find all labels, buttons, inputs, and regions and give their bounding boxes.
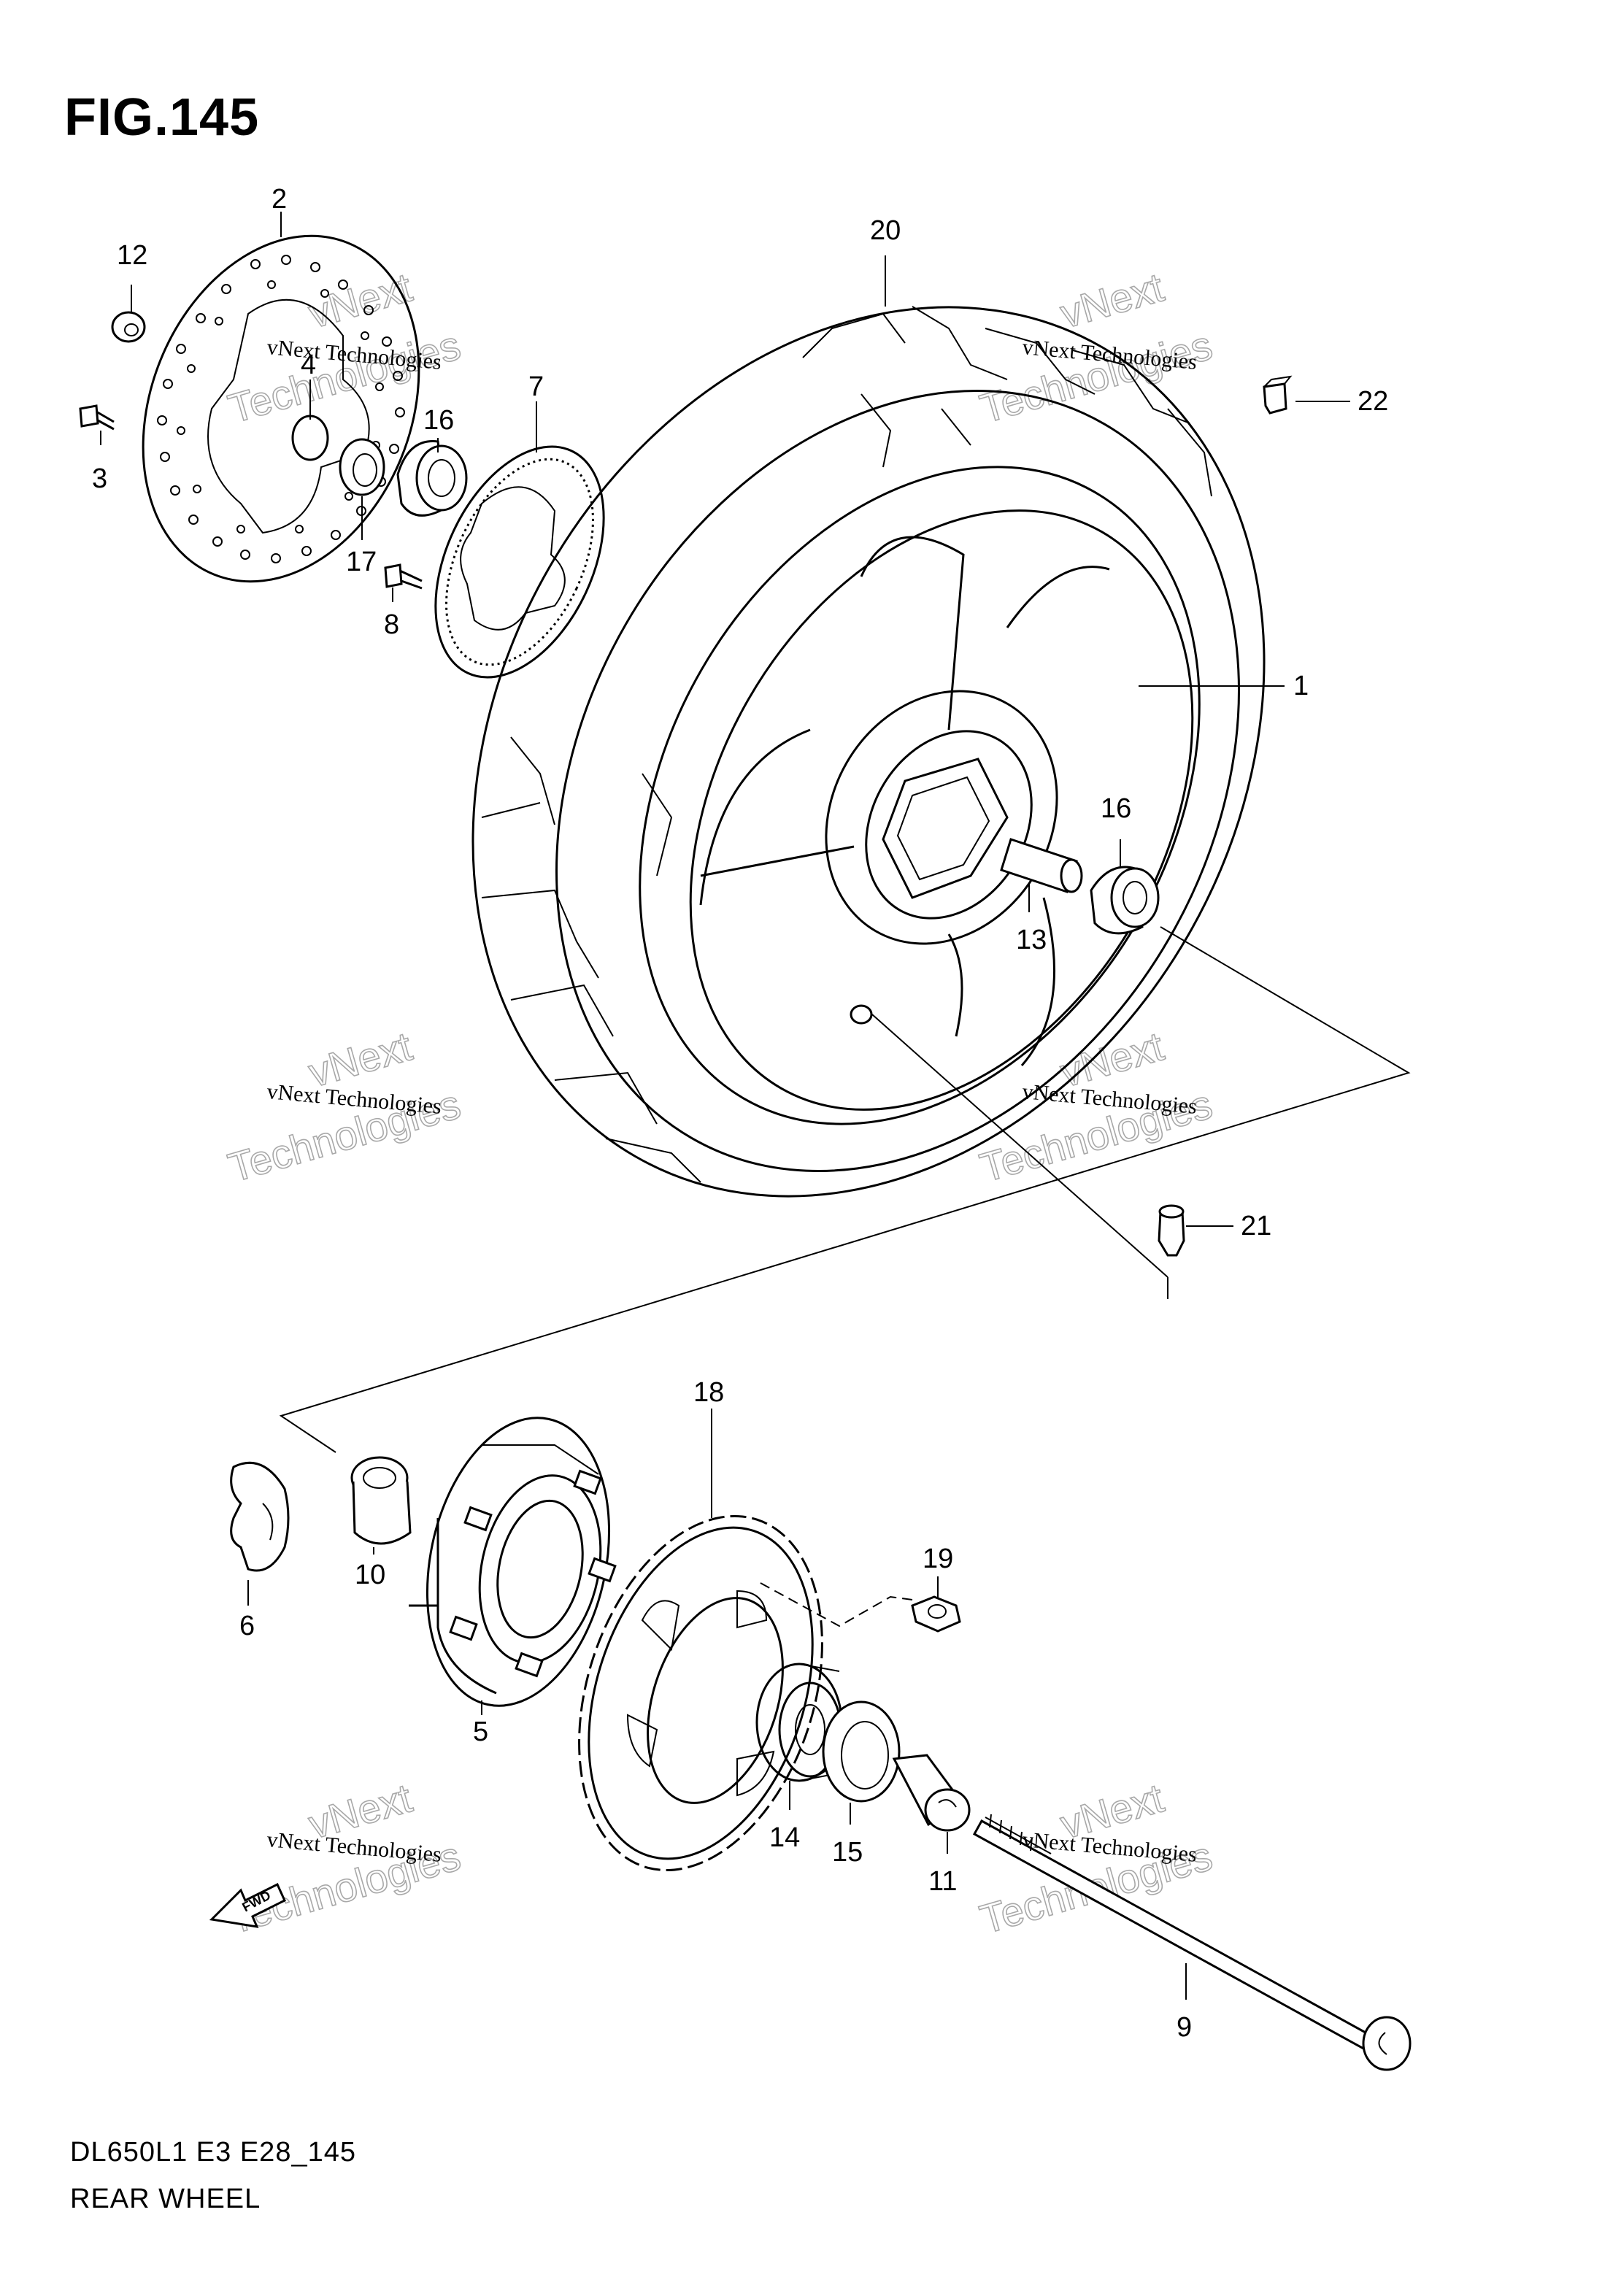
callout-2: 2 bbox=[272, 184, 287, 215]
callout-14: 14 bbox=[769, 1822, 800, 1853]
wheel-damper bbox=[230, 1461, 290, 1572]
callout-10: 10 bbox=[355, 1560, 385, 1590]
forward-direction-arrow: FWD bbox=[209, 1882, 286, 1928]
rear-axle bbox=[972, 1814, 1412, 2071]
balance-weight bbox=[1263, 375, 1293, 415]
sensor-ring-screw bbox=[384, 563, 423, 590]
valve-hole bbox=[850, 1004, 873, 1025]
callout-5: 5 bbox=[473, 1717, 488, 1747]
hub-oil-seal bbox=[822, 1700, 901, 1803]
callout-22: 22 bbox=[1358, 386, 1388, 417]
watermark-bottom-right: vNext Technologies vNext Technologies bbox=[974, 1774, 1217, 1943]
assembly-lines bbox=[279, 926, 1411, 1453]
callout-3: 3 bbox=[92, 463, 107, 494]
callout-6: 6 bbox=[239, 1611, 255, 1641]
watermark-text: Technologies bbox=[975, 322, 1217, 432]
abs-sensor-ring bbox=[434, 445, 605, 679]
diagram-code: DL650L1 E3 E28_145 bbox=[70, 2137, 356, 2168]
callout-1: 1 bbox=[1293, 671, 1309, 701]
callout-7: 7 bbox=[528, 371, 544, 402]
callout-11: 11 bbox=[928, 1866, 957, 1897]
bearing-16-lower bbox=[1090, 866, 1160, 935]
callout-21: 21 bbox=[1241, 1211, 1271, 1241]
sprocket-nut bbox=[758, 1582, 961, 1633]
rear-tire bbox=[471, 306, 1266, 1198]
watermark-text: vNext bbox=[1055, 263, 1168, 336]
tire-valve bbox=[1158, 1204, 1185, 1257]
watermark-text: vNext bbox=[304, 263, 417, 336]
callout-13: 13 bbox=[1016, 925, 1047, 955]
disc-bolt bbox=[79, 404, 115, 431]
leader-lines bbox=[100, 212, 1350, 2000]
callout-16-lower: 16 bbox=[1101, 793, 1131, 824]
callout-19: 19 bbox=[923, 1544, 953, 1574]
callout-9: 9 bbox=[1177, 2012, 1192, 2043]
brake-disc bbox=[142, 234, 420, 583]
callout-15: 15 bbox=[832, 1837, 863, 1868]
callout-20: 20 bbox=[870, 215, 901, 246]
bearing-16-upper bbox=[396, 440, 468, 517]
figure-title: FIG.145 bbox=[64, 88, 260, 147]
callout-12: 12 bbox=[117, 240, 147, 271]
callout-16-upper: 16 bbox=[423, 405, 454, 436]
callouts: 1 2 3 4 5 6 7 8 9 10 11 12 13 14 15 16 1… bbox=[92, 184, 1388, 2043]
axle-spacer bbox=[1000, 838, 1083, 893]
diagram-name: REAR WHEEL bbox=[70, 2184, 261, 2214]
watermark-bottom-left: vNext Technologies vNext Technologies bbox=[223, 1774, 466, 1943]
hub-collar bbox=[350, 1456, 412, 1545]
disc-nut bbox=[111, 311, 146, 343]
callout-4: 4 bbox=[301, 350, 316, 380]
callout-18: 18 bbox=[693, 1377, 724, 1408]
watermark-mid-left: vNext Technologies vNext Technologies bbox=[223, 1022, 466, 1192]
rear-sprocket bbox=[578, 1514, 823, 1872]
axle-side-spacer bbox=[892, 1754, 971, 1832]
watermark-top-right: vNext Technologies vNext Technologies bbox=[974, 263, 1217, 433]
callout-8: 8 bbox=[384, 609, 399, 640]
watermark-mid-right: vNext Technologies vNext Technologies bbox=[974, 1022, 1217, 1192]
watermark-group: vNext Technologies vNext Technologies vN… bbox=[223, 263, 1217, 1943]
callout-17: 17 bbox=[346, 547, 377, 577]
sprocket-mounting-drum bbox=[409, 1417, 617, 1707]
oil-seal-17 bbox=[339, 438, 385, 496]
